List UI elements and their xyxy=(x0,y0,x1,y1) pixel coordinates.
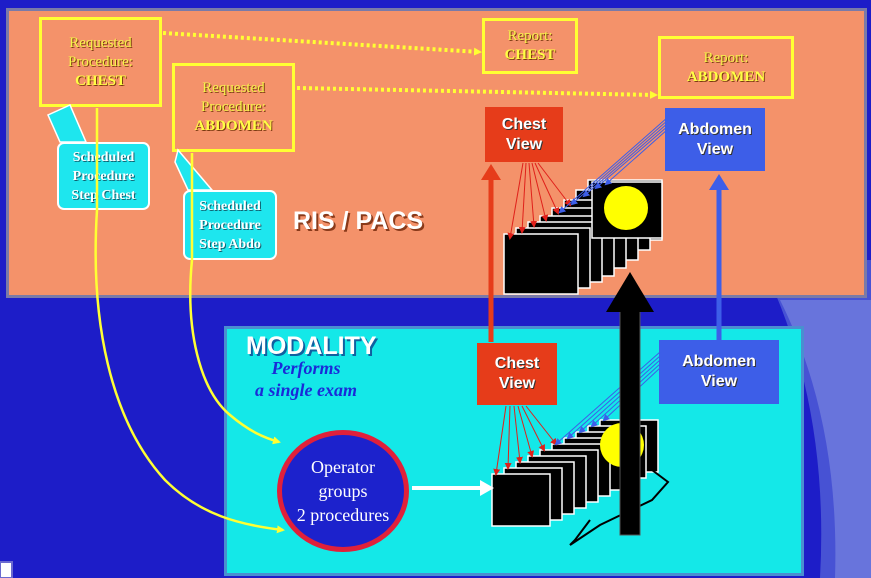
sps-abdo-line3: Step Abdo xyxy=(199,236,261,252)
report-chest: Report: CHEST xyxy=(482,18,578,74)
modality-abdomen-view: Abdomen View xyxy=(659,340,779,404)
sps-chest-line1: Scheduled xyxy=(72,149,135,165)
modality-subtitle-line2: a single exam xyxy=(255,380,357,400)
req-abdomen-line1: Requested xyxy=(202,80,265,96)
scheduled-procedure-step-chest: Scheduled Procedure Step Chest xyxy=(57,142,150,210)
operator-line3: 2 procedures xyxy=(296,505,390,525)
scheduled-procedure-step-abdo: Scheduled Procedure Step Abdo xyxy=(183,190,277,260)
mod-abdomen-view-line1: Abdomen xyxy=(682,353,756,370)
req-chest-line3: CHEST xyxy=(75,72,126,89)
ris-chest-view-line1: Chest xyxy=(501,115,547,133)
modality-chest-view: Chest View xyxy=(477,343,557,405)
ris-abdomen-view-line2: View xyxy=(696,140,734,158)
operator-line2: groups xyxy=(318,481,368,501)
modality-subtitle-line1: Performs xyxy=(271,358,341,378)
req-abdomen-line2: Procedure: xyxy=(201,99,266,115)
mod-chest-view-line1: Chest xyxy=(494,355,540,372)
req-chest-line2: Procedure: xyxy=(68,53,133,70)
req-chest-line1: Requested xyxy=(69,34,132,51)
mod-abdomen-view-line2: View xyxy=(700,373,738,390)
ris-abdomen-view: Abdomen View xyxy=(665,108,765,171)
report-chest-line1: Report: xyxy=(507,28,553,44)
mod-chest-view-line2: View xyxy=(498,375,536,392)
ris-pacs-title: RIS / PACS xyxy=(293,207,424,235)
requested-procedure-chest: Requested Procedure: CHEST xyxy=(39,17,162,107)
report-abdomen-line2: ABDOMEN xyxy=(686,68,766,85)
ris-abdomen-view-line1: Abdomen xyxy=(678,120,752,138)
modality-subtitle: Performs a single exam xyxy=(255,357,357,401)
report-chest-line2: CHEST xyxy=(504,47,556,63)
sps-chest-line2: Procedure xyxy=(72,168,135,184)
sps-abdo-line1: Scheduled xyxy=(199,198,261,214)
sps-chest-line3: Step Chest xyxy=(71,187,136,203)
report-abdomen: Report: ABDOMEN xyxy=(658,36,794,99)
sps-abdo-line2: Procedure xyxy=(199,217,261,233)
ris-chest-view-line2: View xyxy=(505,135,543,153)
req-abdomen-line3: ABDOMEN xyxy=(194,118,273,134)
ris-chest-view: Chest View xyxy=(485,107,563,162)
operator-line1: Operator xyxy=(311,457,375,477)
requested-procedure-abdomen: Requested Procedure: ABDOMEN xyxy=(172,63,295,152)
report-abdomen-line1: Report: xyxy=(703,49,749,66)
operator-groups-circle: Operator groups 2 procedures xyxy=(277,430,409,552)
